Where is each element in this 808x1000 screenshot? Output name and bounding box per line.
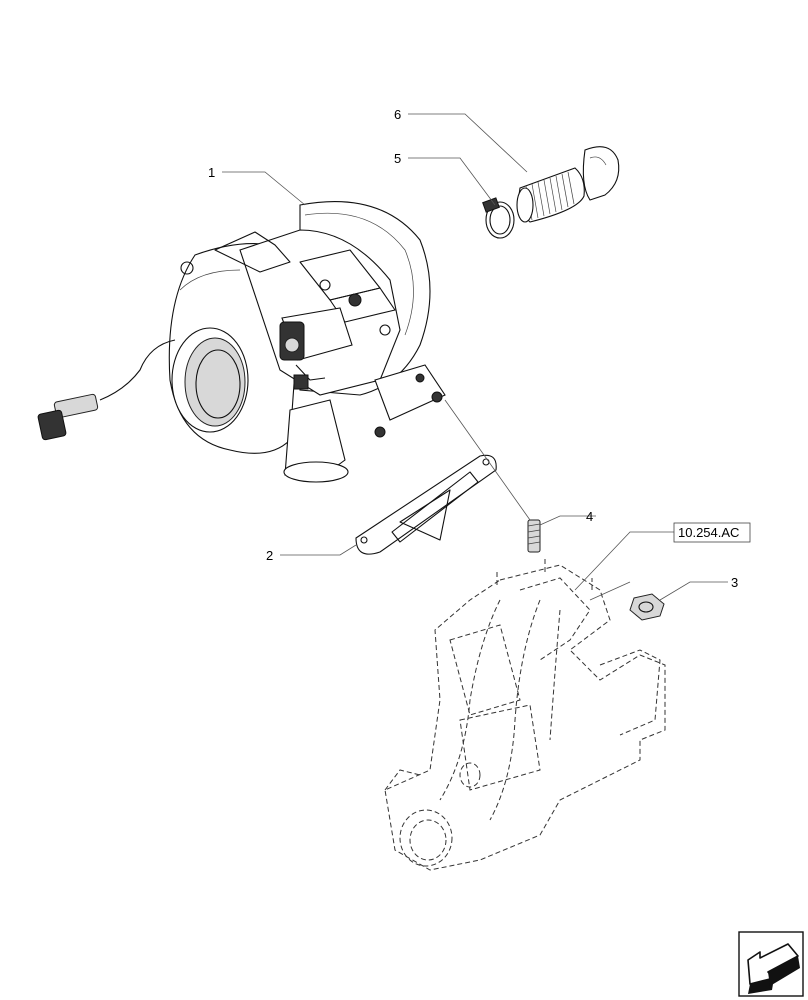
callout-5: 5 xyxy=(394,151,401,166)
reference-link-box[interactable]: 10.254.AC xyxy=(673,522,751,543)
hose-part-6 xyxy=(516,146,620,223)
nut-part-3 xyxy=(629,593,665,621)
exhaust-manifold-reference xyxy=(384,558,666,871)
sensor-cable xyxy=(37,339,176,441)
callout-2: 2 xyxy=(266,548,273,563)
turbocharger-part-1 xyxy=(168,201,446,483)
stud-part-4 xyxy=(527,519,541,553)
clamp-part-5 xyxy=(482,197,515,239)
callout-3: 3 xyxy=(731,575,738,590)
reference-label: 10.254.AC xyxy=(678,525,739,540)
callout-1: 1 xyxy=(208,165,215,180)
gasket-part-2 xyxy=(355,454,497,555)
callout-6: 6 xyxy=(394,107,401,122)
callout-4: 4 xyxy=(586,509,593,524)
leader-lines xyxy=(222,113,728,601)
next-page-arrow-icon[interactable] xyxy=(738,931,804,997)
